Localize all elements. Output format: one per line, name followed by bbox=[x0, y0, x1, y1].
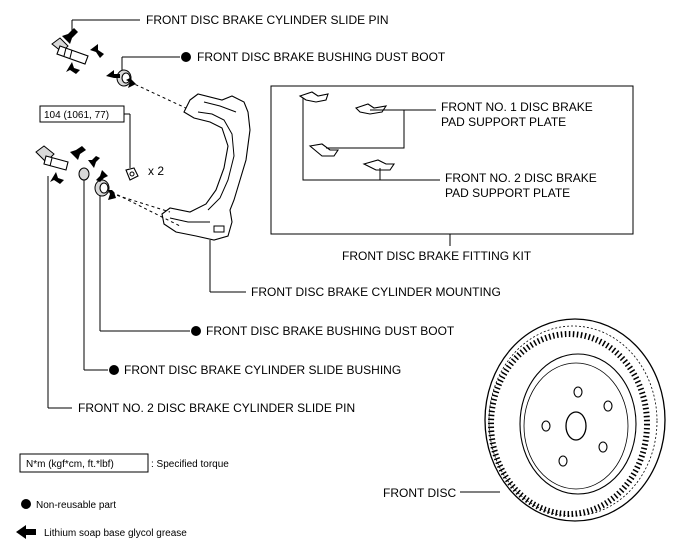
dust-boot-part bbox=[94, 170, 116, 200]
bolt-part bbox=[125, 167, 139, 181]
pad-plate-1-label: PAD SUPPORT PLATE bbox=[441, 115, 566, 129]
front-disc-label: FRONT DISC bbox=[383, 486, 456, 500]
non-reusable-icon bbox=[21, 499, 31, 509]
legend-non-reusable: Non-reusable part bbox=[36, 500, 116, 511]
leader-line bbox=[302, 98, 440, 181]
slide-pin-no2-part bbox=[35, 145, 69, 171]
grease-arrow-icon bbox=[62, 28, 104, 74]
slide-pin-part bbox=[51, 37, 89, 65]
front-disc-part bbox=[484, 318, 666, 522]
legend-torque-box bbox=[19, 453, 149, 473]
grease-arrow-icon bbox=[50, 146, 86, 184]
fitting-kit-label: FRONT DISC BRAKE FITTING KIT bbox=[342, 249, 532, 263]
torque-value: 104 (1061, 77) bbox=[44, 110, 109, 121]
cylinder-mounting-part bbox=[161, 93, 251, 241]
pad-plate-1-label: FRONT NO. 1 DISC BRAKE bbox=[441, 100, 593, 114]
fitting-kit-box bbox=[270, 85, 634, 235]
slide-bushing-label: FRONT DISC BRAKE CYLINDER SLIDE BUSHING bbox=[124, 363, 401, 377]
legend-grease: Lithium soap base glycol grease bbox=[44, 528, 187, 539]
slide-pin-no2-label: FRONT NO. 2 DISC BRAKE CYLINDER SLIDE PI… bbox=[78, 401, 355, 415]
legend-torque-desc: : Specified torque bbox=[151, 459, 229, 470]
assembly-dashed-line bbox=[129, 81, 191, 111]
leader-line bbox=[326, 110, 405, 149]
assembly-dashed-line bbox=[111, 191, 181, 227]
non-reusable-icon bbox=[191, 326, 201, 336]
torque-multiplier: x 2 bbox=[148, 164, 164, 178]
cylinder-mounting-label: FRONT DISC BRAKE CYLINDER MOUNTING bbox=[251, 285, 501, 299]
slide-pin-label: FRONT DISC BRAKE CYLINDER SLIDE PIN bbox=[146, 13, 389, 27]
dust-boot-top-label: FRONT DISC BRAKE BUSHING DUST BOOT bbox=[197, 50, 446, 64]
non-reusable-icon bbox=[181, 52, 191, 62]
pad-support-plate-1-part bbox=[298, 91, 388, 115]
non-reusable-icon bbox=[109, 365, 119, 375]
legend-torque-unit: N*m (kgf*cm, ft.*lbf) bbox=[26, 459, 114, 470]
pad-plate-2-label: FRONT NO. 2 DISC BRAKE bbox=[445, 171, 597, 185]
pad-support-plate-2-part bbox=[308, 143, 396, 171]
grease-arrow-icon bbox=[16, 525, 36, 539]
dust-boot-part bbox=[106, 69, 136, 88]
dust-boot-bottom-label: FRONT DISC BRAKE BUSHING DUST BOOT bbox=[206, 324, 455, 338]
pad-plate-2-label: PAD SUPPORT PLATE bbox=[445, 186, 570, 200]
slide-bushing-part bbox=[78, 156, 100, 181]
